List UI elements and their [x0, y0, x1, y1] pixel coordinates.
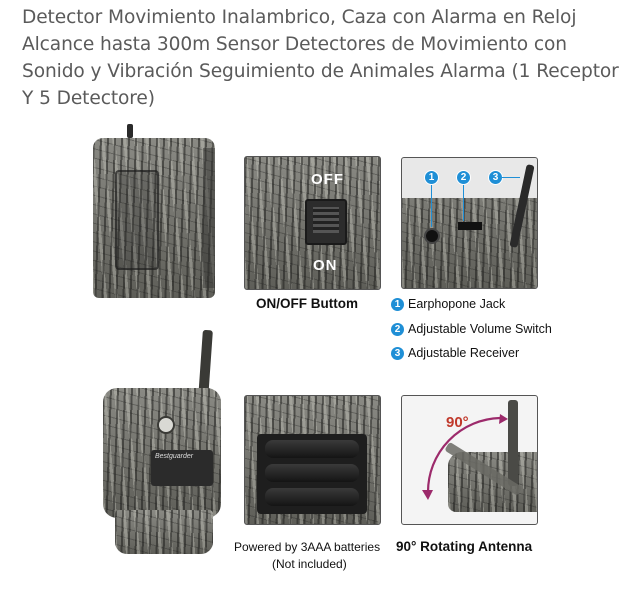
switch-on-label: ON: [313, 257, 338, 274]
detector-top-knob: [127, 124, 133, 138]
antenna-caption: 90° Rotating Antenna: [396, 539, 533, 554]
switch-caption: ON/OFF Buttom: [256, 296, 358, 311]
feature-label: Adjustable Volume Switch: [408, 322, 552, 336]
feature-earphone-jack: 1 Earphopone Jack: [391, 297, 506, 312]
rotating-antenna-image: 90°: [401, 395, 538, 525]
earphone-jack: [424, 228, 440, 244]
battery-caption-line2: (Not included): [272, 557, 347, 571]
battery-compartment-image: [244, 395, 381, 525]
rotation-arrow-icon: [422, 414, 508, 500]
callout-1-badge: 1: [424, 170, 439, 185]
callout-2-badge: 2: [456, 170, 471, 185]
antenna-vertical: [508, 400, 518, 486]
battery-tray: [257, 434, 367, 514]
detector-lens-window: [115, 170, 159, 270]
battery-caption-line1: Powered by 3AAA batteries: [234, 540, 381, 554]
feature-number-badge: 3: [391, 347, 404, 361]
receiver-parts-image: 1 2 3: [401, 157, 538, 289]
feature-number-badge: 1: [391, 298, 404, 312]
switch-closeup-image: OFF ON: [244, 156, 381, 290]
product-title: Detector Movimiento Inalambrico, Caza co…: [22, 7, 619, 109]
detector-front-image: Bestguarder: [93, 329, 228, 560]
switch-off-label: OFF: [311, 171, 344, 188]
detector-body-image: [93, 124, 215, 298]
volume-switch: [458, 222, 482, 230]
feature-number-badge: 2: [391, 323, 404, 337]
feature-label: Earphopone Jack: [408, 297, 506, 311]
feature-label: Adjustable Receiver: [408, 346, 520, 360]
detector-brand-text: Bestguarder: [155, 453, 194, 460]
angle-label: 90°: [446, 414, 469, 431]
mount-bracket: [115, 510, 213, 554]
callout-3-badge: 3: [488, 170, 503, 185]
power-switch: [305, 199, 347, 245]
feature-adjustable-receiver: 3 Adjustable Receiver: [391, 346, 520, 361]
pir-sensor-lens: [157, 416, 175, 434]
detector-brand-plate: Bestguarder: [151, 450, 213, 486]
detector-side-rail: [203, 148, 215, 288]
feature-volume-switch: 2 Adjustable Volume Switch: [391, 322, 552, 337]
